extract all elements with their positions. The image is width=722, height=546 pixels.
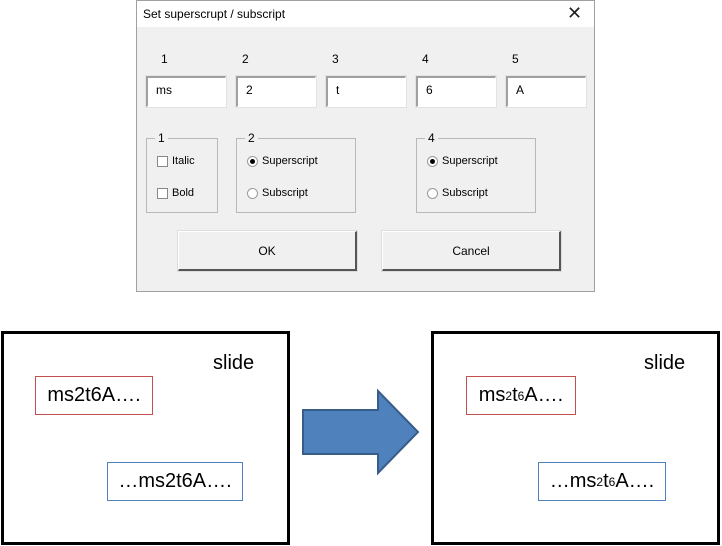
subscript-label: Subscript xyxy=(442,187,488,199)
text: t xyxy=(512,384,518,406)
field-input-2[interactable]: 2 xyxy=(235,75,317,108)
subscript-label: Subscript xyxy=(262,187,308,199)
text: ms xyxy=(478,384,506,406)
italic-checkbox[interactable]: Italic xyxy=(157,155,195,167)
cancel-button[interactable]: Cancel xyxy=(381,230,562,272)
slide-before: slide ms2t6A…. …ms2t6A…. xyxy=(1,331,290,545)
close-icon[interactable]: ✕ xyxy=(567,3,583,23)
dialog-title: Set superscrupt / subscript xyxy=(143,7,286,21)
text: t xyxy=(603,470,609,492)
superscript-label: Superscript xyxy=(262,155,318,167)
ok-button[interactable]: OK xyxy=(177,230,358,272)
superscript-label: Superscript xyxy=(442,155,498,167)
slide-label: slide xyxy=(644,352,686,374)
superscript-dialog: Set superscrupt / subscript ✕ 1 2 3 4 5 … xyxy=(136,0,595,292)
field-label-2: 2 xyxy=(242,52,249,66)
field-input-4[interactable]: 6 xyxy=(415,75,497,108)
textbox-blue: …ms2t6A…. xyxy=(107,462,243,501)
arrow-right-icon xyxy=(302,388,420,476)
group-1: 1 Italic Bold xyxy=(146,131,218,213)
bold-label: Bold xyxy=(172,187,195,199)
checkbox-icon xyxy=(157,187,168,199)
slide-label: slide xyxy=(213,352,255,374)
textbox-red: ms2t6A…. xyxy=(35,376,153,415)
radio-checked-icon xyxy=(247,155,258,167)
field-label-1: 1 xyxy=(161,52,168,66)
group-4: 4 Superscript Subscript xyxy=(416,131,536,213)
field-input-5[interactable]: A xyxy=(505,75,587,108)
group-2-label: 2 xyxy=(245,131,258,145)
group-4-label: 4 xyxy=(425,131,438,145)
text: A…. xyxy=(524,384,564,406)
title-bar: Set superscrupt / subscript ✕ xyxy=(137,1,594,27)
group-2-subscript-radio[interactable]: Subscript xyxy=(247,187,308,199)
radio-checked-icon xyxy=(427,155,438,167)
field-label-3: 3 xyxy=(332,52,339,66)
bold-checkbox[interactable]: Bold xyxy=(157,187,194,199)
field-input-3[interactable]: t xyxy=(325,75,407,108)
text: …ms xyxy=(549,470,597,492)
group-2: 2 Superscript Subscript xyxy=(236,131,356,213)
field-label-4: 4 xyxy=(422,52,429,66)
checkbox-icon xyxy=(157,155,168,167)
radio-icon xyxy=(247,187,258,199)
group-2-superscript-radio[interactable]: Superscript xyxy=(247,155,318,167)
field-input-1[interactable]: ms xyxy=(145,75,227,108)
field-label-5: 5 xyxy=(512,52,519,66)
group-4-superscript-radio[interactable]: Superscript xyxy=(427,155,498,167)
italic-label: Italic xyxy=(172,155,195,167)
text: A…. xyxy=(615,470,655,492)
radio-icon xyxy=(427,187,438,199)
group-4-subscript-radio[interactable]: Subscript xyxy=(427,187,488,199)
group-1-label: 1 xyxy=(155,131,168,145)
